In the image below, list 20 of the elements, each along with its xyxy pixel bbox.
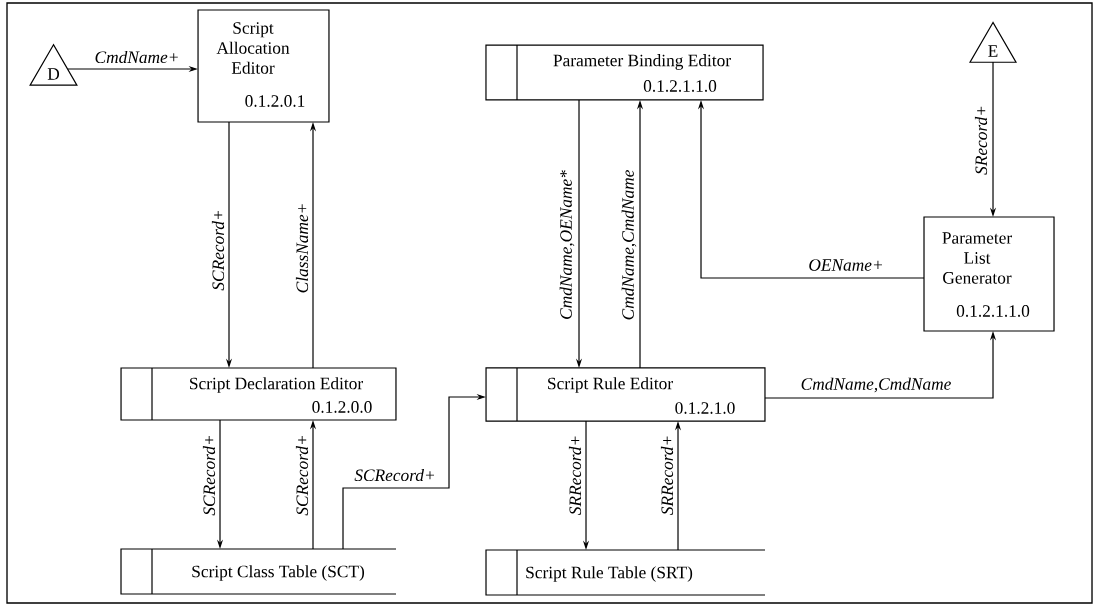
process-box: Parameter Binding Editor 0.1.2.1.1.0	[485, 44, 764, 101]
edge-label: SCRecord+	[211, 211, 225, 291]
edge-label: SCRecord+	[354, 468, 434, 482]
data-store: Script Rule Table (SRT)	[485, 549, 766, 596]
edge-label: ClassName+	[295, 204, 309, 293]
edge-label: CmdName,CmdName	[801, 377, 951, 393]
edge-label: CmdName,CmdName	[621, 170, 637, 320]
edge-label: SCRecord+	[295, 436, 309, 516]
edge-label: SCRecord+	[202, 436, 216, 516]
edge-label: SRRecord+	[660, 436, 674, 515]
data-store: Script Class Table (SCT)	[120, 548, 397, 595]
edge-label: OEName+	[809, 259, 882, 271]
edge-label: CmdName+	[95, 50, 178, 64]
process-box: Script Declaration Editor 0.1.2.0.0	[120, 367, 397, 421]
process-box: Script Allocation Editor 0.1.2.0.1	[197, 9, 330, 123]
edge-label: CmdName,OEName*	[559, 170, 575, 319]
process-box: Script Rule Editor 0.1.2.1.0	[485, 367, 766, 422]
process-box: Parameter List Generator 0.1.2.1.1.0	[923, 216, 1055, 332]
edge-label: SRRecord+	[568, 436, 582, 515]
edge-label: SRecord+	[974, 106, 988, 175]
